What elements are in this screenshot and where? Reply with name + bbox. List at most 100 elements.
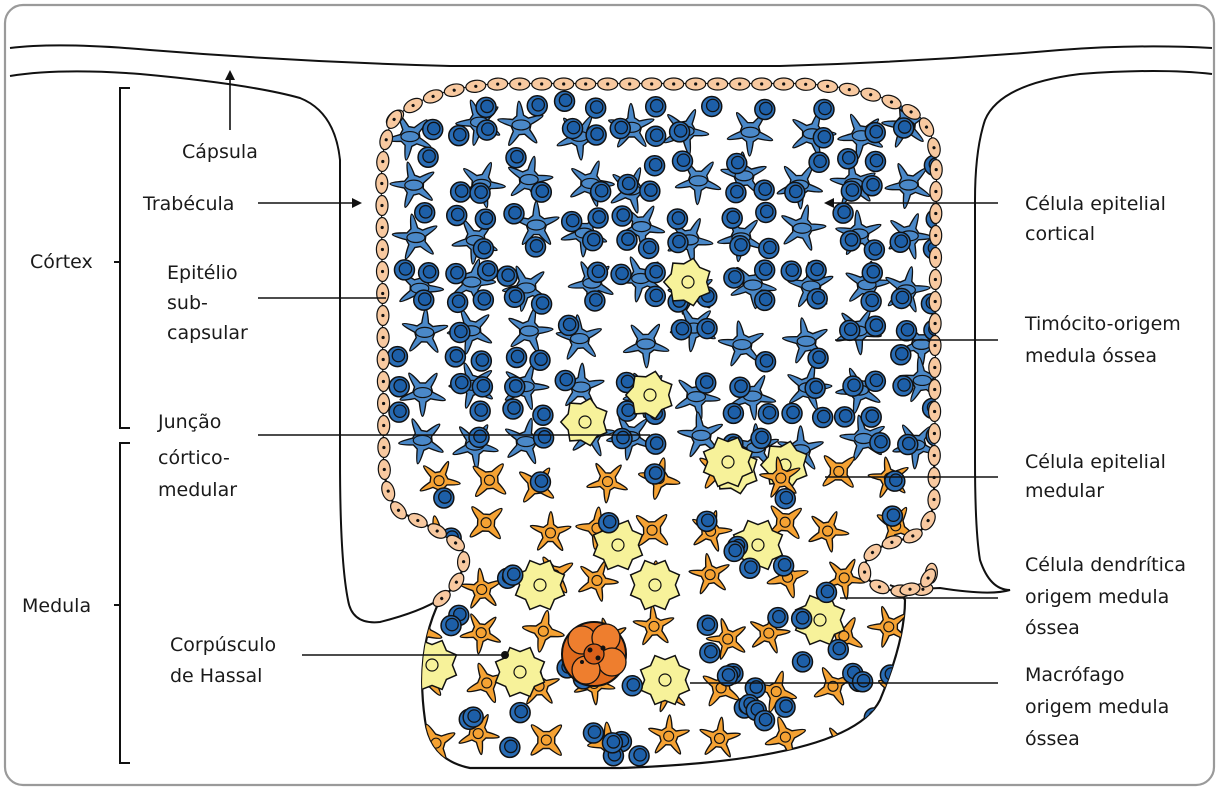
thymocyte-cell xyxy=(446,264,466,284)
thymocyte-cell xyxy=(841,181,861,201)
thymocyte-cell xyxy=(865,152,885,172)
thymocyte-cell xyxy=(696,373,716,393)
thymocyte-cell xyxy=(622,676,642,696)
subcapsular-cell xyxy=(929,247,941,267)
thymocyte-cell xyxy=(469,427,489,447)
thymocyte-cell xyxy=(862,176,882,196)
thymocyte-cell xyxy=(389,402,409,422)
thymocyte-cell xyxy=(813,408,833,428)
thymocyte-cell xyxy=(646,126,666,146)
epitelio-label-3: capsular xyxy=(167,322,248,344)
thymocyte-cell xyxy=(793,652,813,672)
dendritica-label-3: óssea xyxy=(1025,617,1080,639)
medula-label: Medula xyxy=(22,595,91,617)
thymocyte-cell xyxy=(477,120,497,140)
thymocyte-cell xyxy=(463,707,483,727)
thymocyte-cell xyxy=(617,230,637,250)
thymocyte-cell xyxy=(730,236,750,256)
thymocyte-cell xyxy=(838,149,858,169)
timocito-label-1: Timócito-origem xyxy=(1024,313,1181,335)
juncao-label-1: Junção xyxy=(157,411,221,433)
thymocyte-cell xyxy=(611,264,631,284)
thymocyte-cell xyxy=(555,91,575,111)
subcapsular-cell xyxy=(752,78,772,90)
epitelial-cortical-label-2: cortical xyxy=(1025,223,1095,245)
subcapsular-cell xyxy=(377,327,389,347)
epitelio-label-2: sub- xyxy=(167,292,208,314)
thymocyte-cell xyxy=(891,288,911,308)
thymocyte-cell xyxy=(828,640,848,660)
thymocyte-cell xyxy=(724,268,744,288)
thymocyte-cell xyxy=(583,231,603,251)
thymocyte-cell xyxy=(885,471,905,491)
thymocyte-cell xyxy=(423,120,443,140)
thymocyte-cell xyxy=(864,240,884,260)
thymocyte-cell xyxy=(441,616,461,636)
thymocyte-cell xyxy=(503,565,523,585)
thymocyte-cell xyxy=(724,541,744,561)
subcapsular-cell xyxy=(928,445,940,465)
thymocyte-cell xyxy=(807,289,827,309)
subcapsular-cell xyxy=(532,78,552,90)
thymocyte-cell xyxy=(470,401,490,421)
thymocyte-cell xyxy=(389,377,409,397)
thymocyte-cell xyxy=(478,261,498,281)
corpusculo-label-2: de Hassal xyxy=(170,665,262,687)
subcapsular-cell xyxy=(376,239,388,259)
thymocyte-cell xyxy=(586,125,606,145)
subcapsular-cell xyxy=(730,78,750,90)
subcapsular-cell xyxy=(929,401,941,421)
macrofago-label-2: origem medula xyxy=(1025,696,1169,718)
thymocyte-cell xyxy=(526,237,546,257)
thymocyte-cell xyxy=(890,232,910,252)
subcapsular-cell xyxy=(929,269,941,289)
thymocyte-cell xyxy=(475,209,495,229)
subcapsular-cell xyxy=(774,78,794,90)
dendritica-label-2: origem medula xyxy=(1025,586,1169,608)
thymocyte-cell xyxy=(612,206,632,226)
thymocyte-cell xyxy=(448,292,468,312)
subcapsular-cell xyxy=(642,78,662,90)
thymocyte-cell xyxy=(891,345,911,365)
thymocyte-cell xyxy=(640,181,660,201)
thymocyte-cell xyxy=(473,290,493,310)
thymocyte-cell xyxy=(865,371,885,391)
thymocyte-cell xyxy=(861,291,881,311)
thymocyte-cell xyxy=(843,376,863,396)
thymocyte-cell xyxy=(751,428,771,448)
thymocyte-cell xyxy=(505,377,525,397)
thymocyte-cell xyxy=(756,352,776,372)
thymocyte-cell xyxy=(414,290,434,310)
subcapsular-cell xyxy=(929,335,941,355)
epitelio-label-1: Epitélio xyxy=(167,262,238,284)
subcapsular-cell xyxy=(930,225,942,245)
thymocyte-cell xyxy=(723,403,743,423)
thymocyte-cell xyxy=(602,733,622,753)
thymocyte-cell xyxy=(759,238,779,258)
thymocyte-cell xyxy=(419,263,439,283)
thymocyte-cell xyxy=(500,737,520,757)
thymocyte-cell xyxy=(473,239,493,259)
thymocyte-cell xyxy=(898,435,918,455)
subcapsular-cell xyxy=(929,291,941,311)
juncao-label-2: córtico- xyxy=(158,447,230,469)
thymocyte-cell xyxy=(870,433,890,453)
dendritica-label-1: Célula dendrítica xyxy=(1025,554,1186,576)
hassall-corpuscle xyxy=(562,622,626,686)
thymocyte-cell xyxy=(840,320,860,340)
thymocyte-cell xyxy=(506,148,526,168)
thymocyte-cell xyxy=(726,183,746,203)
thymocyte-cell xyxy=(740,558,760,578)
thymocyte-cell xyxy=(445,347,465,367)
thymocyte-cell xyxy=(808,348,828,368)
subcapsular-cell xyxy=(576,78,596,90)
thymocyte-cell xyxy=(559,315,579,335)
cortex-label: Córtex xyxy=(30,251,93,273)
thymocyte-cell xyxy=(530,350,550,370)
subcapsular-cell xyxy=(376,217,388,237)
thymocyte-cell xyxy=(532,294,552,314)
capsula-label: Cápsula xyxy=(182,141,258,163)
thymocyte-cell xyxy=(670,122,690,142)
subcapsular-cell xyxy=(930,181,942,201)
